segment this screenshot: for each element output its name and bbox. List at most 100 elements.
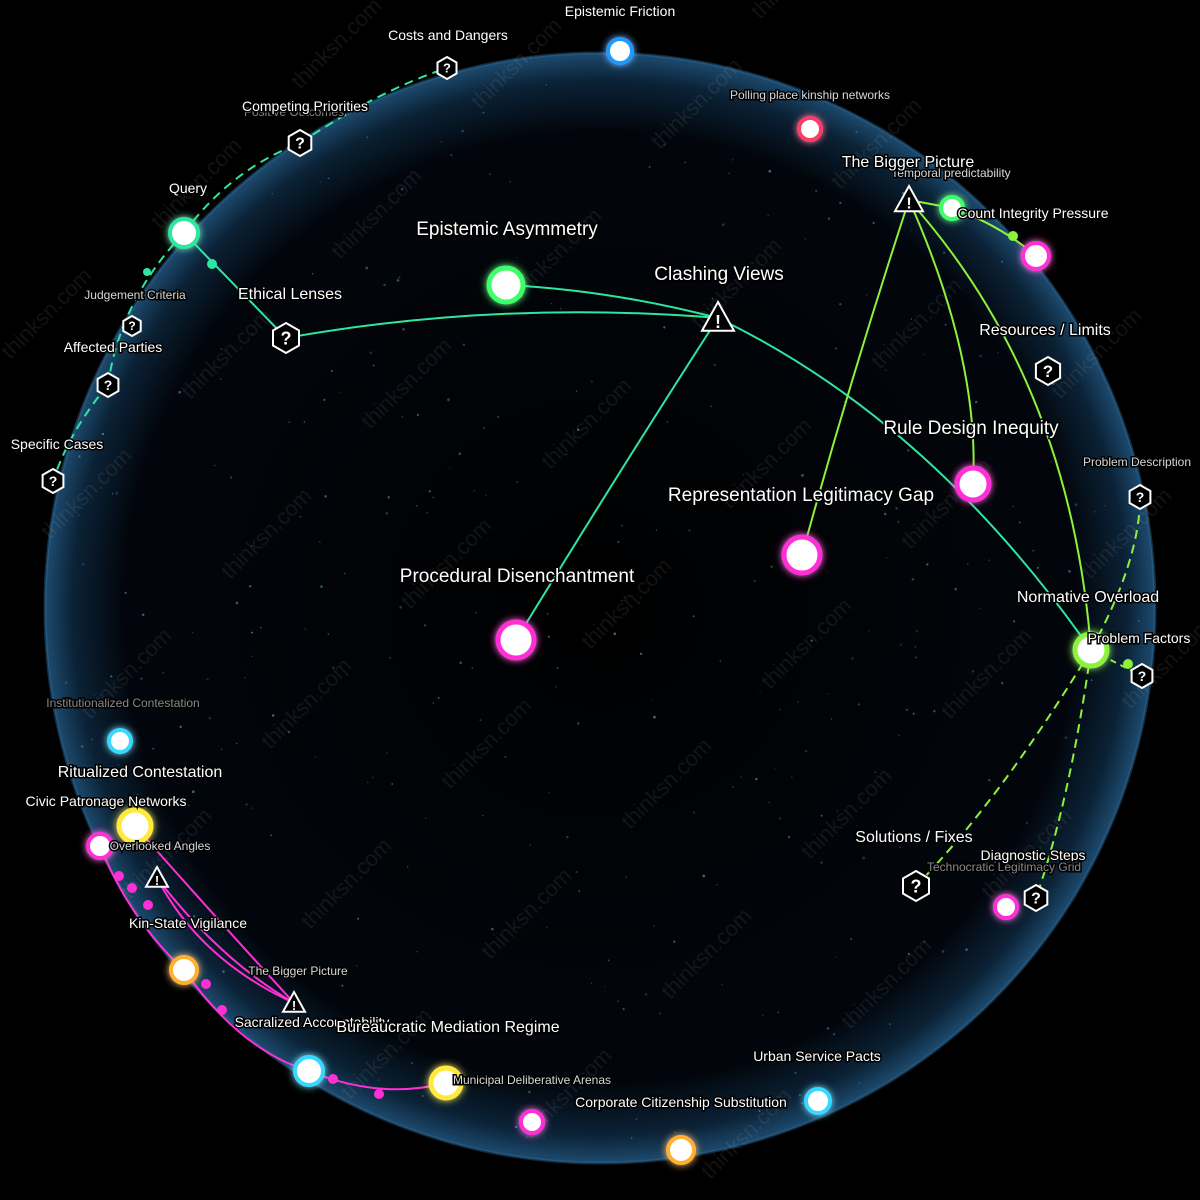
star-dot (862, 856, 865, 860)
node-query[interactable] (168, 217, 200, 249)
star-field (64, 84, 1140, 1139)
node-normative-overload[interactable] (1072, 631, 1110, 669)
star-dot (162, 671, 165, 674)
star-dot (993, 861, 997, 864)
star-dot (432, 702, 435, 704)
node-overlooked-angles[interactable] (86, 832, 114, 860)
star-dot (1018, 521, 1021, 524)
star-dot (141, 613, 145, 617)
question-problem-factors-icon[interactable]: ? (1130, 662, 1154, 690)
svg-text:?: ? (281, 328, 292, 348)
warning-bigger-picture-bottom-icon[interactable]: ! (281, 989, 307, 1013)
star-dot (245, 803, 248, 806)
star-dot (516, 256, 519, 259)
star-dot (801, 474, 804, 477)
star-dot (967, 563, 969, 565)
star-dot (327, 633, 330, 635)
node-sacralized[interactable] (293, 1055, 325, 1087)
star-dot (885, 158, 888, 161)
question-affected-parties-icon[interactable]: ? (96, 371, 120, 399)
question-specific-cases-icon[interactable]: ? (41, 467, 65, 495)
star-dot (556, 667, 559, 669)
label-procedural: Procedural Disenchantment (400, 566, 635, 587)
star-dot (415, 504, 418, 507)
question-judgement-criteria-icon[interactable]: ? (122, 314, 142, 338)
question-resources-limits-icon[interactable]: ? (1034, 355, 1062, 387)
star-dot (974, 400, 978, 404)
star-dot (400, 187, 404, 191)
question-diagnostic-steps-icon[interactable]: ? (1023, 883, 1049, 913)
star-dot (617, 1000, 620, 1003)
question-ethical-lenses-icon[interactable]: ? (272, 321, 300, 355)
star-dot (244, 676, 246, 679)
star-dot (1090, 679, 1093, 681)
star-dot (815, 189, 818, 192)
node-rule-design[interactable] (954, 465, 992, 503)
circle-nodes[interactable] (86, 37, 1110, 1165)
star-dot (1032, 549, 1035, 552)
star-dot (387, 496, 390, 499)
edge-bigger-representation (801, 199, 910, 556)
question-problem-description-icon[interactable]: ? (1128, 483, 1152, 511)
star-dot (1021, 852, 1024, 855)
star-dot (988, 559, 991, 562)
star-dot (883, 512, 887, 516)
star-dot (407, 866, 409, 868)
node-bottom-orange[interactable] (666, 1135, 696, 1165)
node-epistemic-asymmetry[interactable] (486, 265, 526, 305)
edge-kin-sacralized (183, 969, 310, 1072)
node-technocratic[interactable] (993, 894, 1019, 920)
label-resources-limits: Resources / Limits (979, 322, 1111, 339)
star-dot (311, 272, 314, 275)
question-solutions-fixes-icon[interactable]: ? (902, 869, 930, 903)
star-dot (716, 884, 718, 886)
star-dot (621, 524, 624, 527)
node-corporate-magenta[interactable] (519, 1109, 545, 1135)
star-dot (826, 1027, 830, 1030)
star-dot (692, 615, 695, 618)
question-nodes[interactable]: ??????????? (41, 55, 1154, 913)
star-dot (365, 266, 369, 270)
star-dot (944, 323, 947, 326)
node-epistemic-friction[interactable] (606, 37, 634, 65)
question-competing-priorities-icon[interactable]: ? (287, 128, 313, 158)
node-civic-patronage[interactable] (116, 807, 154, 845)
label-judgement-criteria: Judgement Criteria (84, 288, 186, 302)
star-dot (839, 618, 841, 620)
star-dot (767, 214, 770, 217)
star-dot (578, 890, 581, 892)
star-dot (117, 763, 120, 766)
node-polling-place[interactable] (797, 116, 823, 142)
node-institutionalized[interactable] (107, 728, 133, 754)
warning-nodes[interactable]: !!!! (144, 183, 925, 1013)
label-count-integrity: Count Integrity Pressure (958, 205, 1109, 221)
star-dot (529, 844, 531, 846)
star-dot (740, 776, 742, 778)
star-dot (565, 453, 567, 456)
node-urban-service[interactable] (804, 1087, 832, 1115)
star-dot (836, 810, 838, 812)
node-municipal[interactable] (428, 1065, 464, 1101)
star-dot (437, 696, 440, 700)
star-dot (710, 405, 713, 408)
star-dot (688, 529, 691, 532)
warning-overlooked-warning-icon[interactable]: ! (144, 864, 170, 888)
star-dot (193, 915, 196, 918)
warning-bigger-picture-top-icon[interactable]: ! (893, 183, 925, 213)
star-dot (728, 172, 730, 174)
node-polling-magenta[interactable] (1021, 241, 1051, 271)
star-dot (357, 917, 360, 920)
node-representation-gap[interactable] (781, 534, 823, 576)
star-dot (346, 673, 349, 676)
star-dot (548, 792, 550, 794)
star-dot (835, 956, 837, 958)
node-count-integrity[interactable] (939, 195, 965, 221)
warning-clashing-views-icon[interactable]: ! (700, 299, 736, 332)
star-dot (912, 712, 915, 715)
node-kin-state[interactable] (169, 955, 199, 985)
star-dot (367, 781, 369, 783)
question-costs-dangers-icon[interactable]: ? (436, 55, 458, 81)
node-procedural[interactable] (495, 619, 537, 661)
star-dot (428, 490, 431, 493)
